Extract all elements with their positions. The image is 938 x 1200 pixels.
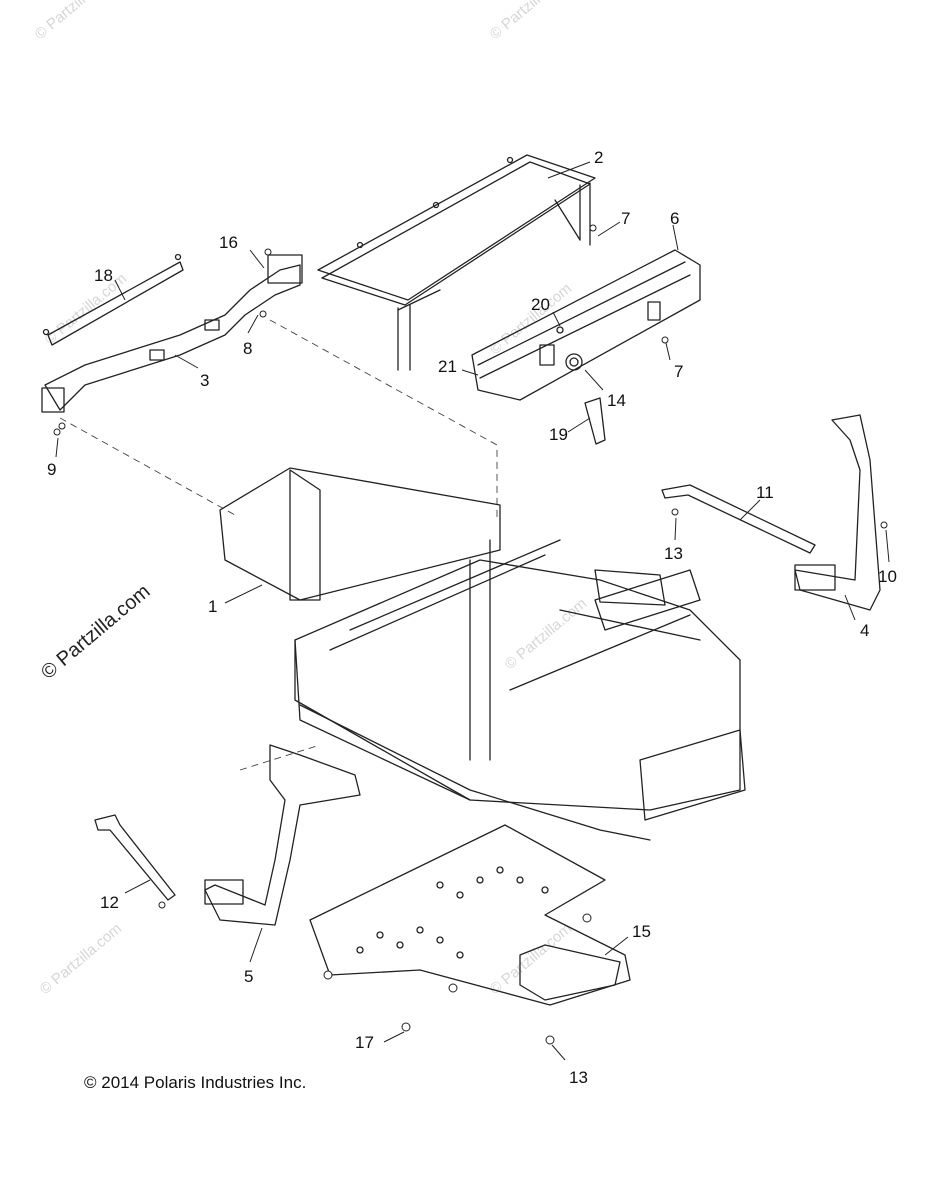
callout-labels: 1 2 3 4 5 6 7 7 8 9 10 11 12 13 13 14 15… [47, 148, 897, 1087]
callout-21: 21 [438, 357, 457, 376]
callout-8: 8 [243, 339, 252, 358]
watermark-1: © Partzilla.com [32, 0, 120, 43]
callout-17: 17 [355, 1033, 374, 1052]
part-19-bracket [584, 397, 606, 445]
callout-13-lower: 13 [569, 1068, 588, 1087]
callout-6: 6 [670, 209, 679, 228]
callout-11: 11 [756, 483, 774, 502]
part-5-left-bar [204, 744, 361, 926]
alignment-lines [59, 319, 498, 771]
copyright-notice: © 2014 Polaris Industries Inc. [84, 1073, 307, 1092]
callout-7-top: 7 [621, 209, 630, 228]
watermark-5: © Partzilla.com [502, 595, 590, 673]
callout-9: 9 [47, 460, 56, 479]
callout-3: 3 [200, 371, 209, 390]
watermark-4: © Partzilla.com [487, 280, 575, 358]
callout-2: 2 [594, 148, 603, 167]
part-1-main-frame [219, 467, 746, 841]
part-18-trim-bar [42, 253, 184, 346]
watermark-7: © Partzilla.com [487, 920, 575, 998]
callout-16: 16 [219, 233, 238, 252]
watermark-3: © Partzilla.com [42, 270, 130, 348]
part-3-left-rail [41, 254, 303, 413]
watermark-2: © Partzilla.com [487, 0, 575, 43]
callout-15: 15 [632, 922, 651, 941]
callout-19: 19 [549, 425, 568, 444]
watermark-6: © Partzilla.com [37, 920, 125, 998]
hardware-fasteners [53, 224, 888, 1045]
partzilla-watermark: © Partzilla.com [37, 580, 154, 683]
part-2-cargo-frame [317, 154, 596, 371]
callout-12: 12 [100, 893, 119, 912]
callout-1: 1 [208, 597, 217, 616]
watermark-layer: © Partzilla.com © Partzilla.com © Partzi… [32, 0, 590, 998]
part-4-right-bar [794, 414, 881, 611]
callout-7-bottom: 7 [674, 362, 683, 381]
callout-20: 20 [531, 295, 550, 314]
callout-5: 5 [244, 967, 253, 986]
callout-10: 10 [878, 567, 897, 586]
callout-14: 14 [607, 391, 626, 410]
part-15-skid-plate [309, 824, 631, 1006]
leader-lines [55, 161, 890, 1061]
callout-13-upper: 13 [664, 544, 683, 563]
callout-18: 18 [94, 266, 113, 285]
part-6-rear-panel [471, 249, 701, 401]
callout-4: 4 [860, 621, 869, 640]
part-11-right-trim [661, 484, 816, 554]
part-12-left-trim [94, 814, 176, 901]
